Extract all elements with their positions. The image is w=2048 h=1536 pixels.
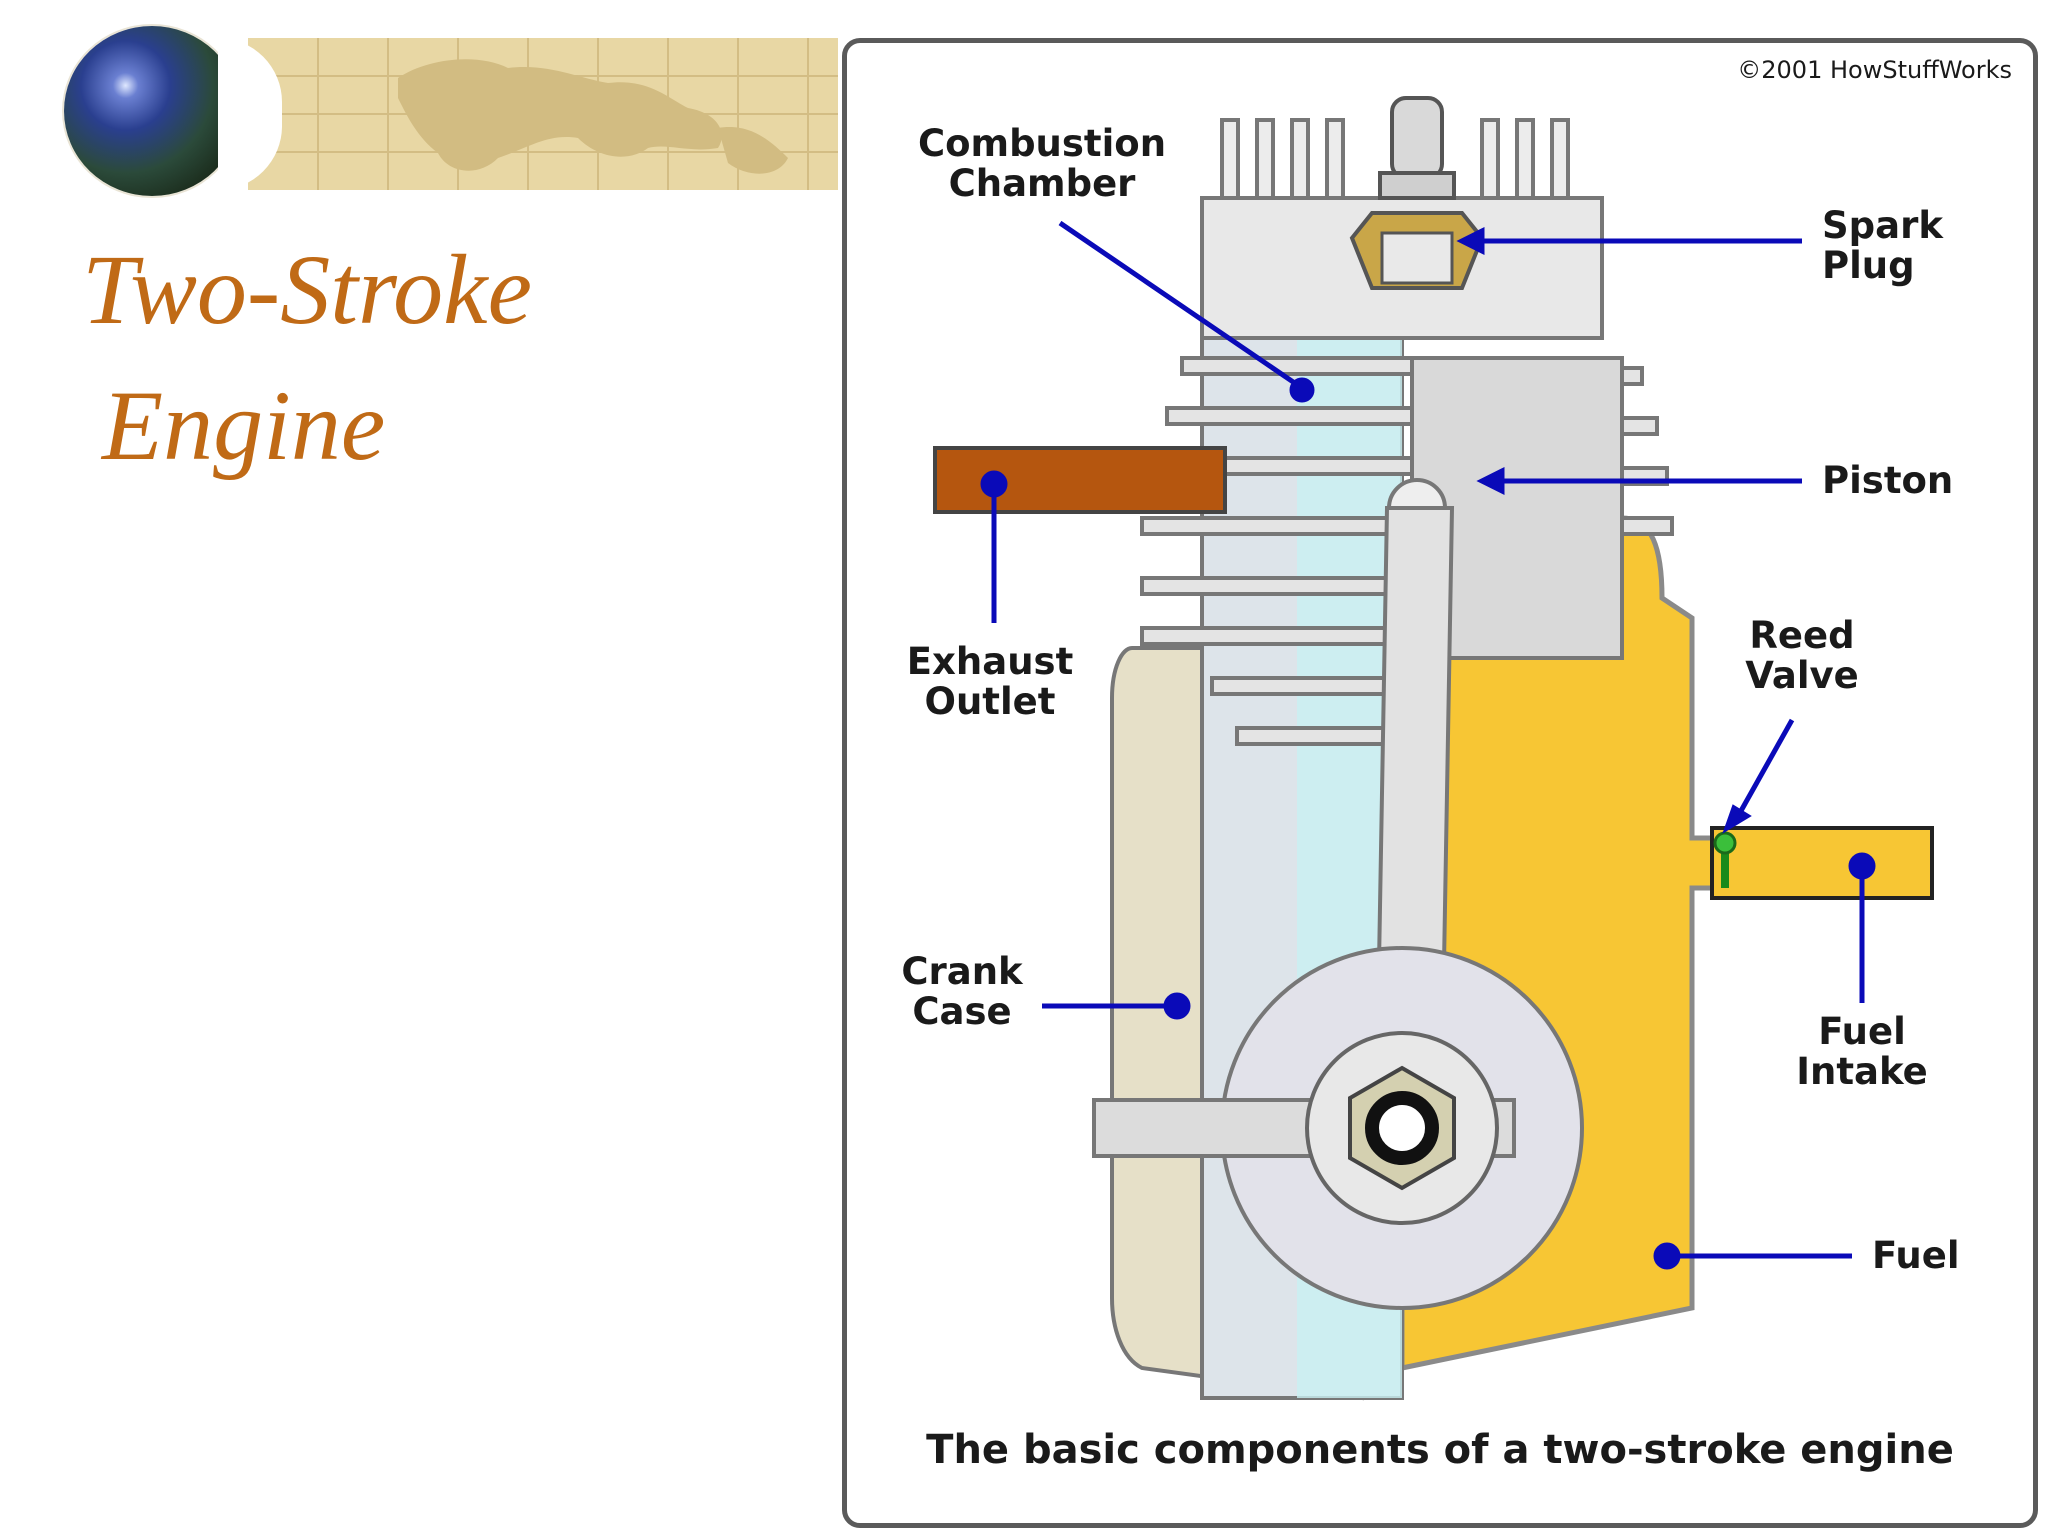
crank-bolt xyxy=(1365,1091,1439,1165)
reed-valve xyxy=(1713,831,1737,888)
globe-logo xyxy=(64,26,240,196)
world-map-graphic xyxy=(248,38,838,190)
diagram-caption: The basic components of a two-stroke eng… xyxy=(926,1427,1954,1473)
slide-title-line-1: Two-Stroke xyxy=(82,234,532,345)
label-spark-plug-line-2: Plug xyxy=(1822,244,1915,287)
label-crank-case-line-1: Crank xyxy=(901,950,1024,993)
slide-title-line-2: Engine xyxy=(102,370,386,481)
label-fuel: Fuel xyxy=(1872,1234,1960,1277)
engine-diagram: ©2001 HowStuffWorks Combustion Chamber S… xyxy=(901,56,2012,1473)
slide-title: Two-Stroke Engine xyxy=(82,222,532,494)
copyright-text: ©2001 HowStuffWorks xyxy=(1737,56,2012,84)
spark-plug xyxy=(1349,96,1485,290)
label-exhaust-outlet-line-1: Exhaust xyxy=(907,640,1074,683)
label-crank-case-line-2: Case xyxy=(912,990,1011,1033)
label-exhaust-outlet-line-2: Outlet xyxy=(925,680,1056,723)
label-piston: Piston xyxy=(1822,459,1953,502)
label-spark-plug-line-1: Spark xyxy=(1822,204,1944,247)
label-fuel-intake-line-2: Intake xyxy=(1796,1050,1927,1093)
exhaust-pipe xyxy=(933,446,1227,514)
label-fuel-intake-line-1: Fuel xyxy=(1818,1010,1906,1053)
fuel-intake-pipe xyxy=(1710,826,1934,900)
leader-lines xyxy=(980,220,1876,1270)
label-combustion-chamber-line-1: Combustion xyxy=(918,122,1166,165)
label-reed-valve-line-2: Valve xyxy=(1745,654,1858,697)
label-combustion-chamber-line-2: Chamber xyxy=(949,162,1137,205)
world-map-banner xyxy=(248,38,838,190)
label-reed-valve-line-1: Reed xyxy=(1749,614,1854,657)
